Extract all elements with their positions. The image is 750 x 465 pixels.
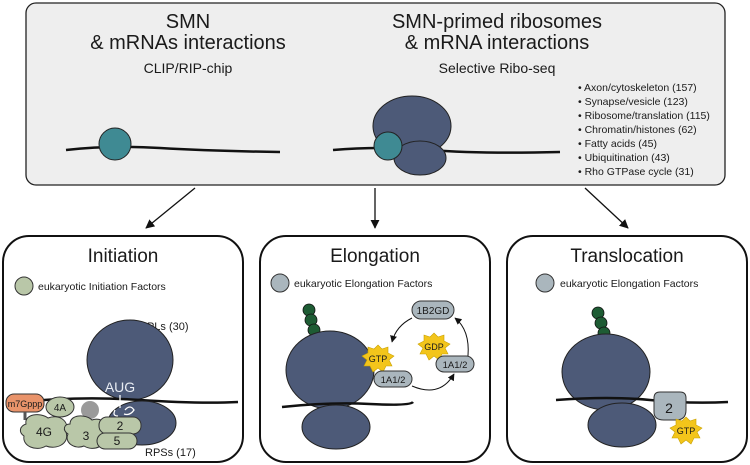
- eif5-label: 5: [114, 434, 121, 448]
- initiation-legend-label: eukaryotic Initiation Factors: [38, 281, 166, 293]
- gtp-label: GTP: [677, 426, 696, 436]
- ribosome-method: Selective Ribo-seq: [439, 60, 556, 76]
- mrna-strand: [281, 400, 414, 409]
- category-item: • Axon/cytoskeleton (157): [578, 82, 697, 94]
- eif3-label: 3: [83, 429, 90, 443]
- start-trna-icon: [113, 395, 135, 417]
- eif4a: [45, 396, 75, 418]
- smn-title-line2: & mRNAs interactions: [90, 32, 286, 54]
- category-item: • Ribosome/translation (115): [578, 110, 710, 122]
- eef1a-gtp: [373, 370, 413, 388]
- category-item: • Synapse/vesicle (123): [578, 96, 688, 108]
- smn-protein-icon: [373, 131, 403, 161]
- gtp-burst-icon: [361, 344, 395, 373]
- gtp-label: GTP: [369, 354, 388, 364]
- gdp-label: GDP: [424, 342, 444, 352]
- translocation-legend-label: eukaryotic Elongation Factors: [560, 278, 698, 290]
- eef1b-label: 1B2GD: [417, 306, 450, 317]
- elongation-legend-label: eukaryotic Elongation Factors: [294, 278, 432, 290]
- elongation-factor-legend-icon: [270, 273, 290, 293]
- eif2-label: 2: [117, 419, 124, 433]
- category-item: • Chromatin/histones (62): [578, 124, 697, 136]
- ribosome-small-subunit: [587, 402, 657, 448]
- top-panel: [25, 2, 726, 186]
- eef1a-gdp-label: 1A1/2: [443, 360, 468, 371]
- eif5: [96, 432, 138, 450]
- eif4g-label: 4G: [36, 425, 52, 439]
- arrow-to-translocation: [584, 187, 629, 229]
- elongation-title: Elongation: [330, 246, 420, 267]
- hydrolysis-arrow: [411, 373, 455, 391]
- initiation-factor-legend-icon: [14, 276, 34, 296]
- ribosome-large-subunit: [285, 330, 375, 410]
- gdp-burst-icon: [417, 332, 451, 361]
- ribosome-title-line2: & mRNA interactions: [405, 32, 590, 54]
- eif4g: [19, 414, 68, 449]
- recycle-arrow: [454, 317, 469, 357]
- aug-codon-label: AUG: [105, 379, 135, 395]
- rps-label: RPSs (17): [145, 447, 196, 459]
- arrow-to-initiation: [145, 187, 196, 229]
- category-item: • Ubiquitination (43): [578, 152, 670, 164]
- smn-title: SMN: [166, 11, 210, 33]
- initiation-title: Initiation: [88, 246, 159, 267]
- eef1b-complex: [411, 300, 455, 320]
- category-item: • Fatty acids (45): [578, 138, 657, 150]
- eef1a-gdp: [435, 355, 475, 373]
- smn-method: CLIP/RIP-chip: [144, 60, 233, 76]
- ribosome-small-subunit: [301, 404, 371, 450]
- eef2: [653, 391, 687, 421]
- elongation-factor-legend-icon: [535, 273, 555, 293]
- exchange-arrow: [390, 317, 413, 343]
- cap-label: m7Gppp: [8, 399, 43, 409]
- smn-protein-icon: [98, 127, 132, 161]
- translocation-title: Translocation: [570, 246, 683, 267]
- ribosome-title: SMN-primed ribosomes: [392, 11, 602, 33]
- eef2-label: 2: [665, 400, 673, 416]
- mrna-strand-left: [65, 145, 281, 154]
- gtp-burst-icon: [669, 416, 703, 445]
- mrna-strand: [555, 396, 729, 404]
- category-item: • Rho GTPase cycle (31): [578, 166, 694, 178]
- eif4a-label: 4A: [54, 403, 67, 414]
- eef1a-gtp-label: 1A1/2: [381, 375, 406, 386]
- initiation-factor-blob: [81, 401, 99, 419]
